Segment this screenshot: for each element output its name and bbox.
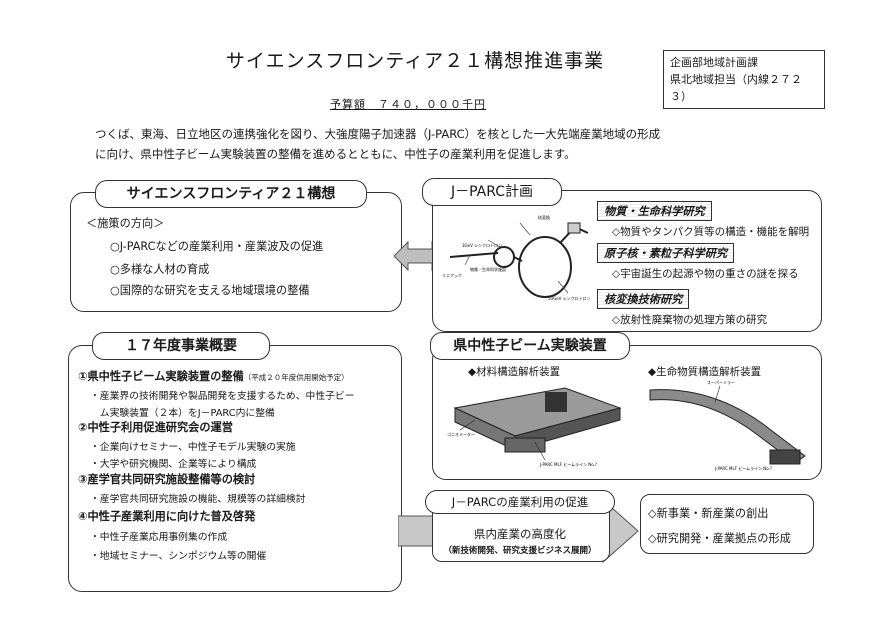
svg-text:スーパーミラー: スーパーミラー [707,379,735,385]
intro-line-1: つくば、東海、日立地区の連携強化を図り、大強度陽子加速器（J-PARC）を核とし… [95,127,661,141]
device-life-label: ◆生命物質構造解析装置 [648,366,762,378]
fy17-item-1-detail-2: ム実験装置（２本）をJ－PARC内に整備 [90,408,275,419]
device-material-label: ◆材料構造解析装置 [468,366,561,378]
intro-line-2: に向け、県中性子ビーム実験装置の整備を進めるとともに、中性子の産業利用を促進しま… [95,147,576,161]
svg-text:J-PARC MLF ビームライン No.?: J-PARC MLF ビームライン No.? [539,461,597,467]
intro-text: つくば、東海、日立地区の連携強化を図り、大強度陽子加速器（J-PARC）を核とし… [95,124,795,164]
fy17-item-1: ①県中性子ビーム実験装置の整備（平成２０年度供用開始予定） ・産業界の技術開発や… [78,368,393,419]
promotion-subnote: （新技術開発、研究支援ビジネス展開） [443,546,597,556]
fy17-item-3: ③産学官共同研究施設整備等の検討 ・産学官共同研究施設の機能、規模等の詳細検討 [78,471,393,505]
budget-amount: 予算額 ７４０，０００千円 [330,98,486,111]
promotion-title: J－PARCの産業利用の促進 [425,490,615,514]
concept-box [70,192,402,312]
department-contact: 県北地域担当（内線２７２３） [670,73,802,103]
result-item-1: ◇新事業・新産業の創出 [648,507,769,520]
research-transmutation-label: 核変換技術研究 [597,289,690,309]
research-materials-life-desc: ◇物質やタンパク質等の構造・機能を解明 [612,226,810,238]
fy17-item-2: ②中性子利用促進研究会の運営 ・企業向けセミナー、中性子モデル実験の実施 ・大学… [78,419,393,470]
results-box [640,494,814,554]
svg-text:ゴニオメーター: ゴニオメーター [447,431,475,437]
policy-heading: ＜施策の方向＞ [86,217,165,230]
svg-text:50GeV シンクロトロン: 50GeV シンクロトロン [548,295,591,301]
fy17-item-2-heading: ②中性子利用促進研究会の運営 [78,421,233,434]
svg-text:J-PARC MLF ビームライン No.?: J-PARC MLF ビームライン No.? [714,465,772,471]
research-nuclear-particle-label: 原子核・素粒子科学研究 [597,243,735,263]
jparc-title: J－PARC計画 [422,178,562,206]
fy17-item-3-detail-1: ・産学官共同研究施設の機能、規模等の詳細検討 [90,494,306,505]
fy17-item-1-heading: ①県中性子ビーム実験装置の整備 [78,370,244,383]
fy17-item-4-heading: ④中性子産業利用に向けた普及啓発 [78,510,256,523]
fy17-item-4-detail-1: ・中性子産業応用事例集の作成 [90,532,228,543]
life-analyzer-illustration: スーパーミラー J-PARC MLF ビームライン No.? [649,379,806,471]
neutron-title: 県中性子ビーム実験装置 [430,332,630,360]
fy17-item-1-note: （平成２０年度供用開始予定） [243,373,349,382]
research-materials-life-label: 物質・生命科学研究 [597,201,712,221]
fy17-item-4: ④中性子産業利用に向けた普及啓発 ・中性子産業応用事例集の作成 ・地域セミナー、… [78,508,393,562]
concept-title: サイエンスフロンティア２１構想 [95,180,367,208]
fy17-item-2-detail-1: ・企業向けセミナー、中性子モデル実験の実施 [90,442,296,453]
fy17-item-1-detail-1: ・産業界の技術開発や製品開発を支援するため、中性子ビー [90,391,355,402]
policy-item-1: ○J-PARCなどの産業利用・産業波及の促進 [110,240,324,253]
promotion-sub: 県内産業の高度化 [474,527,566,541]
department-name: 企画部地域計画課 [670,56,758,69]
research-transmutation-desc: ◇放射性廃棄物の処理方策の研究 [612,314,768,326]
material-analyzer-illustration: ゴニオメーター J-PARC MLF ビームライン No.? [447,387,622,467]
fy17-item-4-detail-2: ・地域セミナー、シンポジウム等の開催 [90,551,267,562]
result-item-2: ◇研究開発・産業拠点の形成 [648,532,791,545]
svg-text:物質・生命科学施設: 物質・生命科学施設 [470,266,506,272]
policy-item-3: ○国際的な研究を支える地域環境の整備 [110,284,310,297]
svg-text:リニアック: リニアック [442,272,462,278]
research-nuclear-particle-desc: ◇宇宙誕生の起源や物の重さの謎を探る [612,268,799,280]
fy17-item-3-heading: ③産学官共同研究施設整備等の検討 [78,473,256,486]
svg-text:3GeV シンクロトロン: 3GeV シンクロトロン [462,242,502,248]
fy17-box [68,345,402,592]
policy-item-2: ○多様な人材の育成 [110,263,210,276]
accelerator-diagram: 3GeV シンクロトロン 核変換 物質・生命科学施設 50GeV シンクロトロン… [442,214,591,301]
department-box: 企画部地域計画課 県北地域担当（内線２７２３） [663,50,825,109]
page-title: サイエンスフロンティア２１構想推進事業 [225,50,605,72]
fy17-item-2-detail-2: ・大学や研究機関、企業等により構成 [90,459,257,470]
svg-text:核変換: 核変換 [538,214,550,220]
fy17-title: １７年度事業概要 [92,332,270,360]
